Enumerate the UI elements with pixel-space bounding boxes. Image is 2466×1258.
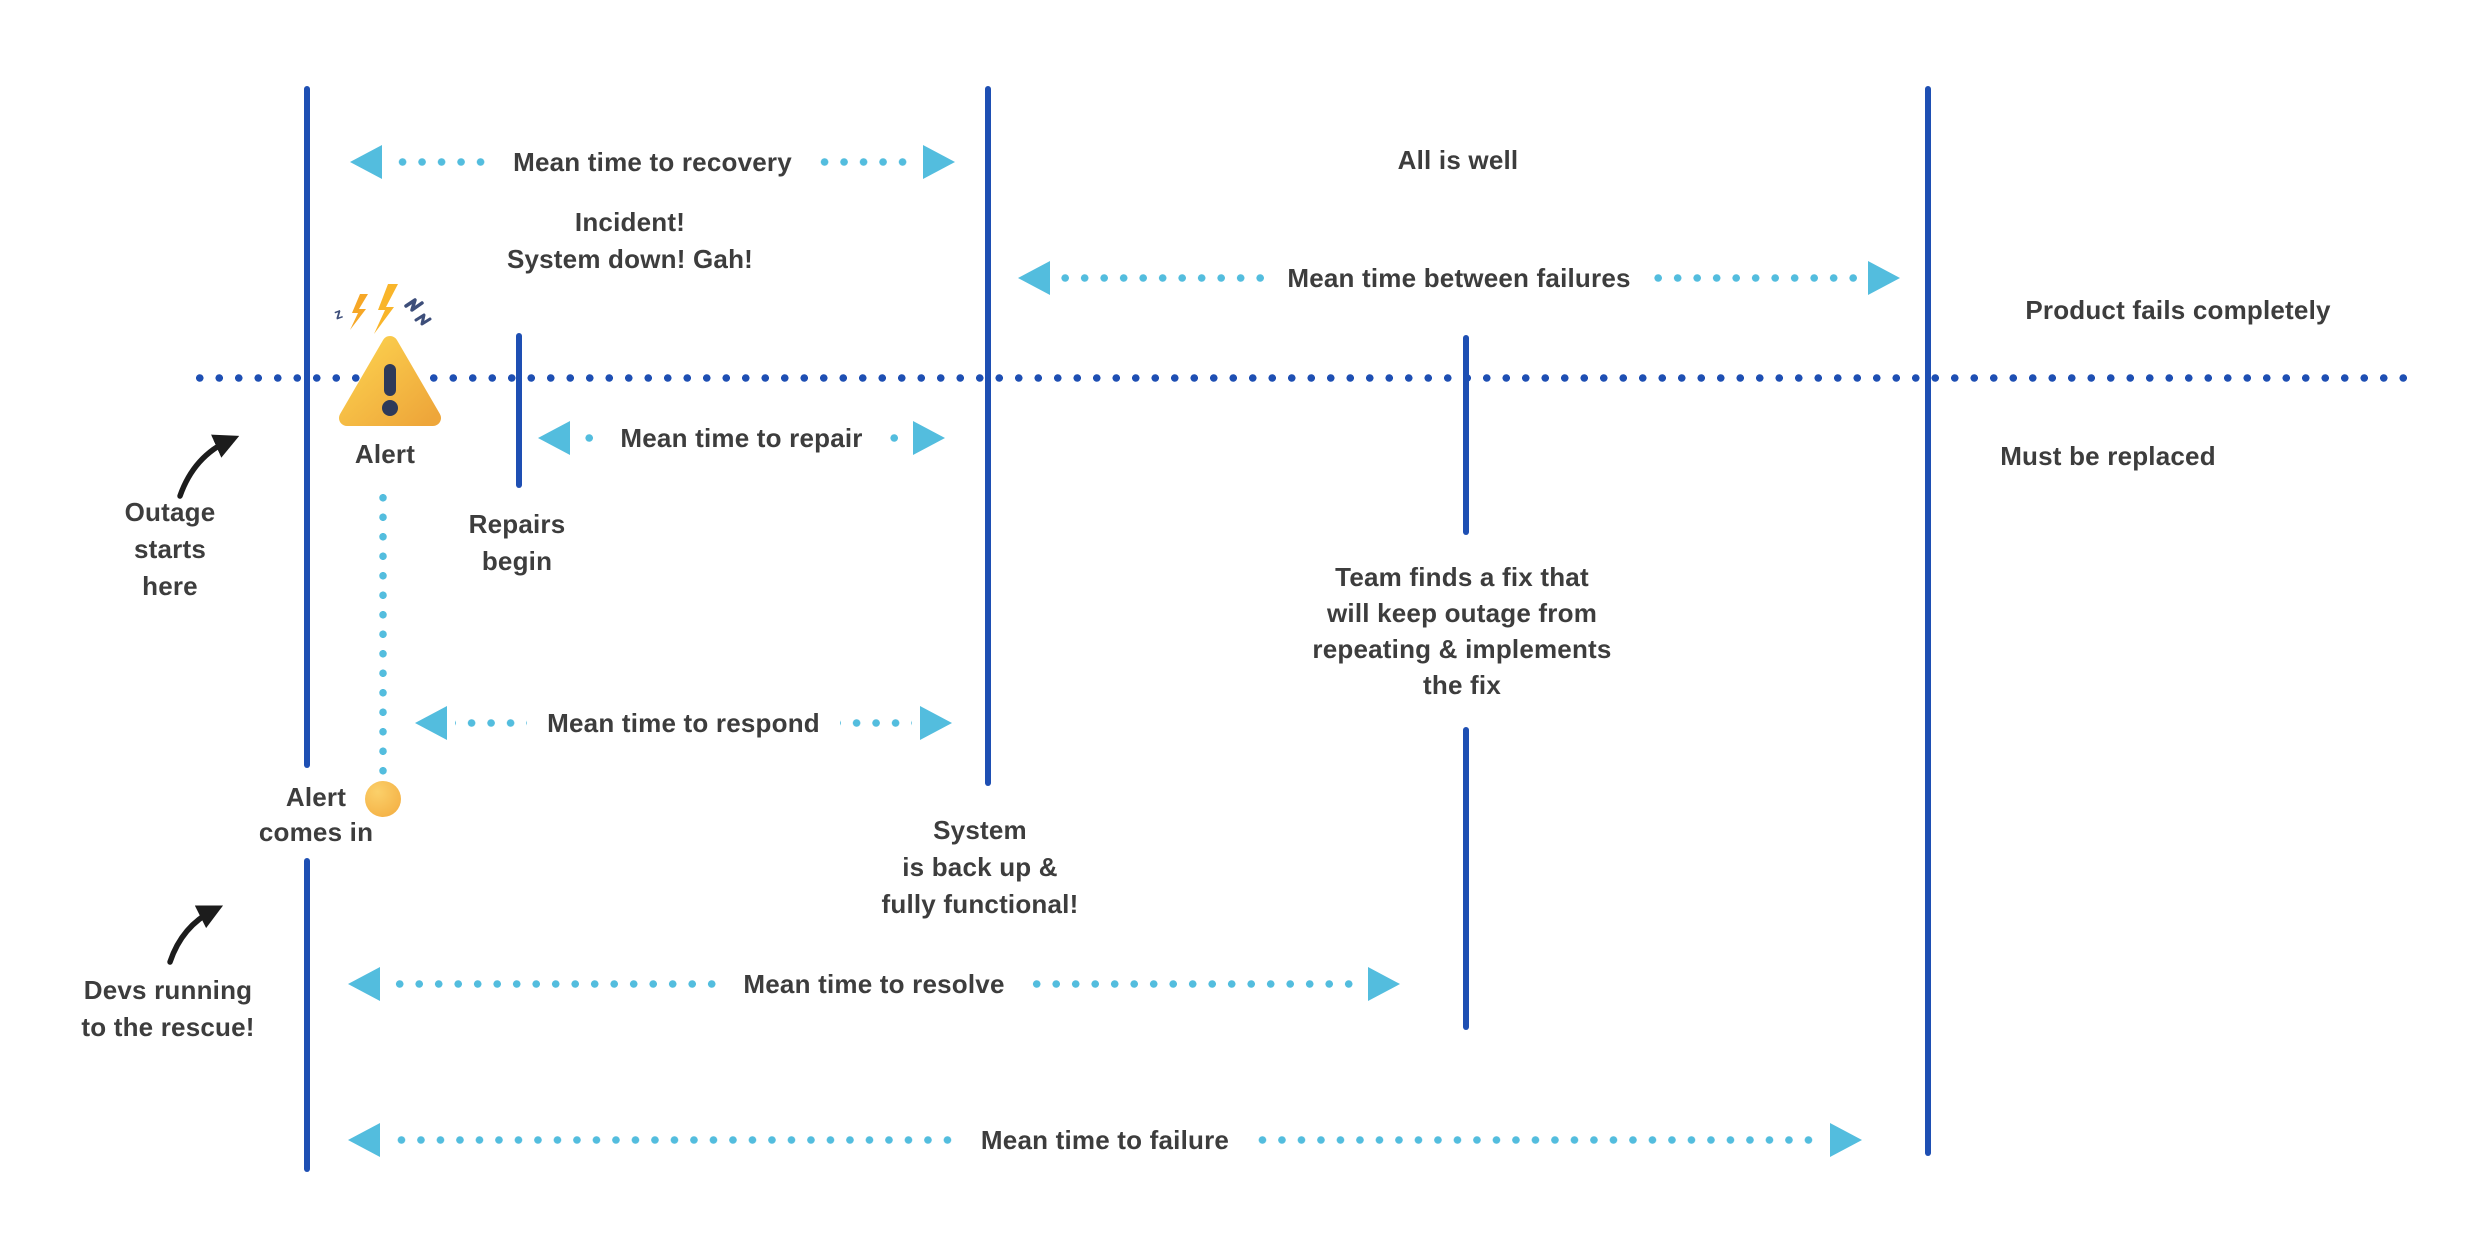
mean-time-to-recovery-span: Mean time to recovery xyxy=(350,144,955,180)
arrowhead-right-icon xyxy=(923,145,955,179)
metric-label: Mean time to failure xyxy=(980,1124,1230,1155)
mean-time-to-repair-span: Mean time to repair xyxy=(538,420,946,456)
dotted-segment xyxy=(388,980,724,988)
dotted-segment xyxy=(1249,1136,1822,1144)
metric-label: Mean time to respond xyxy=(547,707,820,738)
alert-label: Alert xyxy=(354,439,416,469)
arrowhead-left-icon xyxy=(350,145,382,179)
svg-text:z: z xyxy=(332,305,345,324)
mean-time-between-failures-span: Mean time between failures xyxy=(1018,260,1900,296)
alert-drop-dotted-line xyxy=(379,488,387,776)
arrowhead-right-icon xyxy=(1868,261,1900,295)
mean-time-to-resolve-span: Mean time to resolve xyxy=(348,966,1401,1002)
warning-triangle-icon: z xyxy=(332,284,441,426)
mean-time-to-failure-span: Mean time to failure xyxy=(348,1122,1862,1158)
curved-arrow-icon xyxy=(167,905,224,965)
outage-start-line-lower xyxy=(304,858,310,1172)
metric-label: Mean time to resolve xyxy=(743,968,1005,999)
dotted-segment xyxy=(388,1136,961,1144)
mean-time-to-respond-span: Mean time to respond xyxy=(415,705,953,741)
system-back-up-note: System is back up & fully functional! xyxy=(881,815,1079,919)
arrowhead-left-icon xyxy=(348,967,380,1001)
dotted-segment xyxy=(882,434,906,442)
dotted-segment xyxy=(390,158,494,166)
outage-start-line-upper xyxy=(304,86,310,768)
must-be-replaced-note: Must be replaced xyxy=(2000,441,2216,471)
dotted-segment xyxy=(1024,980,1361,988)
repairs-begin-note: Repairs begin xyxy=(468,509,566,576)
team-fix-note: Team finds a fix that will keep outage f… xyxy=(1312,562,1612,700)
alert-dot-icon xyxy=(365,781,401,817)
dotted-segment xyxy=(1058,274,1268,282)
incident-note: Incident! System down! Gah! xyxy=(506,207,754,274)
arrowhead-right-icon xyxy=(1368,967,1401,1001)
outage-starts-note: Outage starts here xyxy=(124,497,216,601)
arrowhead-right-icon xyxy=(913,421,946,455)
dotted-segment xyxy=(578,434,601,442)
arrowhead-right-icon xyxy=(1830,1123,1862,1157)
arrowhead-left-icon xyxy=(1018,261,1050,295)
metric-label: Mean time to repair xyxy=(620,422,863,453)
arrowhead-left-icon xyxy=(415,706,447,740)
devs-running-note: Devs running to the rescue! xyxy=(81,975,255,1042)
alert-sparks-icon: z xyxy=(332,284,432,334)
alert-comes-in-note: Alert comes in xyxy=(258,782,374,847)
product-failure-line xyxy=(1925,86,1931,1156)
dotted-segment xyxy=(455,719,528,727)
timeline-dotted-line xyxy=(190,374,2412,382)
system-recovered-line xyxy=(985,86,991,786)
metric-label: Mean time to recovery xyxy=(513,146,792,177)
metric-label: Mean time between failures xyxy=(1287,262,1631,293)
fix-implemented-line-upper xyxy=(1463,335,1469,535)
arrowhead-left-icon xyxy=(538,421,570,455)
all-is-well-note: All is well xyxy=(1397,145,1519,175)
arrowhead-right-icon xyxy=(920,706,953,740)
dotted-segment xyxy=(839,719,913,727)
dotted-segment xyxy=(1650,274,1860,282)
fix-implemented-line-lower xyxy=(1463,727,1469,1030)
curved-arrow-icon xyxy=(177,434,240,499)
product-fails-note: Product fails completely xyxy=(2025,295,2331,325)
repairs-begin-line xyxy=(516,333,522,488)
arrowhead-left-icon xyxy=(348,1123,380,1157)
dotted-segment xyxy=(811,158,915,166)
